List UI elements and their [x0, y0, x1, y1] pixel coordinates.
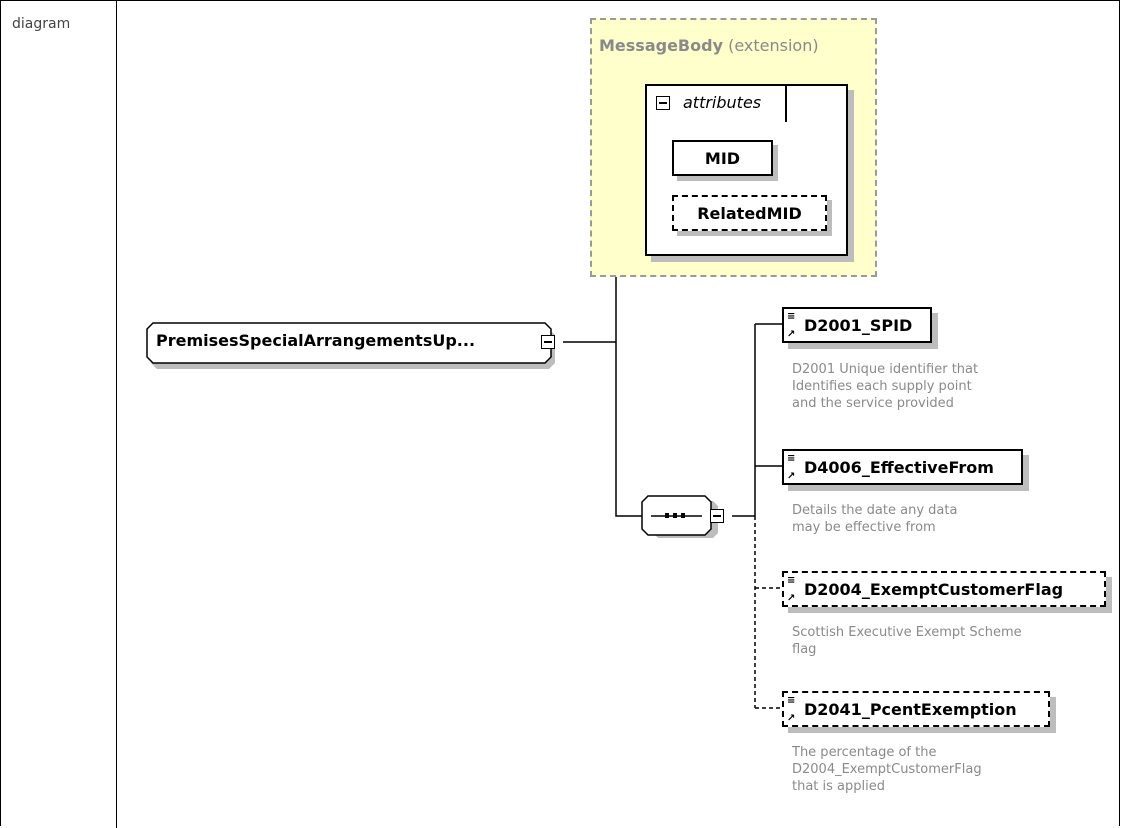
attribute-name: MID [704, 148, 741, 168]
reference-arrow-icon: ↗ [787, 713, 796, 724]
reference-arrow-icon: ↗ [787, 593, 796, 604]
extension-title: MessageBody (extension) [599, 36, 819, 55]
documentation-icon: ≡ [787, 453, 796, 464]
attributes-label: attributes [683, 93, 762, 112]
extension-name: MessageBody [599, 36, 723, 55]
root-element-name[interactable]: PremisesSpecialArrangementsUp... [156, 331, 476, 350]
element-d2001-spid[interactable]: ≡ ↗ D2001_SPID [782, 307, 932, 343]
element-description: D2001 Unique identifier that Identifies … [792, 362, 979, 411]
element-name: D4006_EffectiveFrom [804, 457, 994, 477]
attribute-relatedmid[interactable]: RelatedMID [672, 195, 827, 231]
row-label: diagram [12, 16, 71, 32]
attribute-mid[interactable]: MID [672, 140, 773, 176]
column-divider [116, 0, 117, 828]
element-description: Details the date any data may be effecti… [792, 503, 958, 535]
reference-arrow-icon: ↗ [787, 471, 796, 482]
element-description: The percentage of the D2004_ExemptCustom… [792, 745, 982, 794]
attribute-name: RelatedMID [697, 203, 802, 223]
documentation-icon: ≡ [787, 575, 796, 586]
collapse-attributes-icon[interactable] [656, 96, 670, 110]
element-name: D2004_ExemptCustomerFlag [804, 579, 1064, 599]
extension-qualifier: (extension) [728, 36, 819, 55]
documentation-icon: ≡ [787, 695, 796, 706]
documentation-icon: ≡ [787, 311, 796, 322]
element-d2004-exemptcustomerflag[interactable]: ≡ ↗ D2004_ExemptCustomerFlag [782, 571, 1106, 607]
collapse-sequence-icon[interactable] [710, 509, 724, 523]
element-name: D2041_PcentExemption [804, 699, 1017, 719]
element-d2041-pcentexemption[interactable]: ≡ ↗ D2041_PcentExemption [782, 691, 1050, 727]
collapse-root-icon[interactable] [541, 335, 555, 349]
element-d4006-effectivefrom[interactable]: ≡ ↗ D4006_EffectiveFrom [782, 449, 1023, 485]
element-description: Scottish Executive Exempt Scheme flag [792, 625, 1022, 657]
reference-arrow-icon: ↗ [787, 329, 796, 340]
element-name: D2001_SPID [804, 315, 913, 335]
